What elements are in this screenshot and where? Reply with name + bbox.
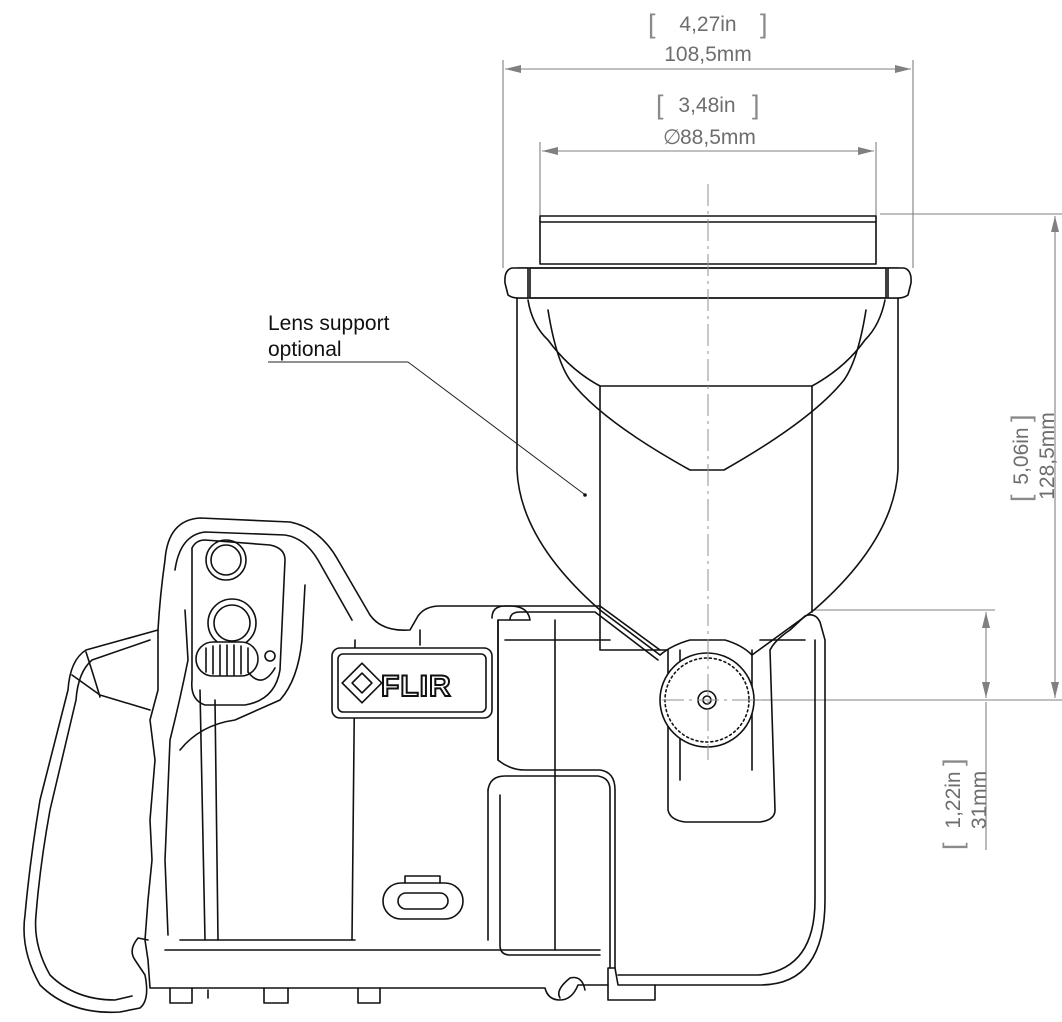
- overall-height-metric: 128,5mm: [1036, 412, 1059, 500]
- camera-body: FLIR: [23, 517, 826, 1014]
- flir-logo-text: FLIR: [381, 670, 452, 703]
- diameter-symbol: ∅: [663, 126, 681, 149]
- svg-text:[: [: [938, 842, 968, 850]
- pivot-offset-imperial: 1,22in: [942, 771, 965, 828]
- body-outline: [144, 517, 616, 1001]
- callout-lens-support: Lens support optional: [268, 312, 587, 497]
- hand-strap: [23, 629, 159, 1014]
- svg-text:[: [: [1006, 494, 1036, 502]
- svg-text:]: ]: [938, 758, 968, 766]
- dimension-pivot-offset: [ 1,22in ] 31mm: [812, 609, 995, 850]
- side-latch: [382, 875, 464, 920]
- dimension-lens-diameter: [ 3,48in ] ∅ 88,5mm: [539, 90, 877, 216]
- svg-text:]: ]: [752, 90, 760, 120]
- button-middle: [207, 598, 257, 648]
- dimension-overall-height: [ 5,06in ] 128,5mm: [752, 213, 1062, 701]
- dimension-overall-width: [ 4,27in ] 108,5mm: [502, 9, 914, 268]
- overall-width-imperial: 4,27in: [679, 13, 736, 36]
- svg-text:[: [: [656, 90, 664, 120]
- svg-text:]: ]: [1006, 414, 1036, 422]
- button-top: [205, 539, 247, 581]
- lens-diameter-metric: 88,5mm: [680, 126, 756, 149]
- overall-width-metric: 108,5mm: [664, 43, 752, 66]
- joystick-knob: [195, 641, 276, 681]
- callout-line1: Lens support: [268, 312, 390, 335]
- pivot-offset-metric: 31mm: [968, 771, 991, 829]
- overall-height-imperial: 5,06in: [1010, 427, 1033, 484]
- centerlines: [662, 184, 762, 760]
- callout-line2: optional: [268, 338, 342, 361]
- svg-text:]: ]: [760, 9, 768, 39]
- svg-text:[: [: [648, 9, 656, 39]
- flir-logo: FLIR: [331, 647, 493, 719]
- lens-diameter-imperial: 3,48in: [678, 94, 735, 117]
